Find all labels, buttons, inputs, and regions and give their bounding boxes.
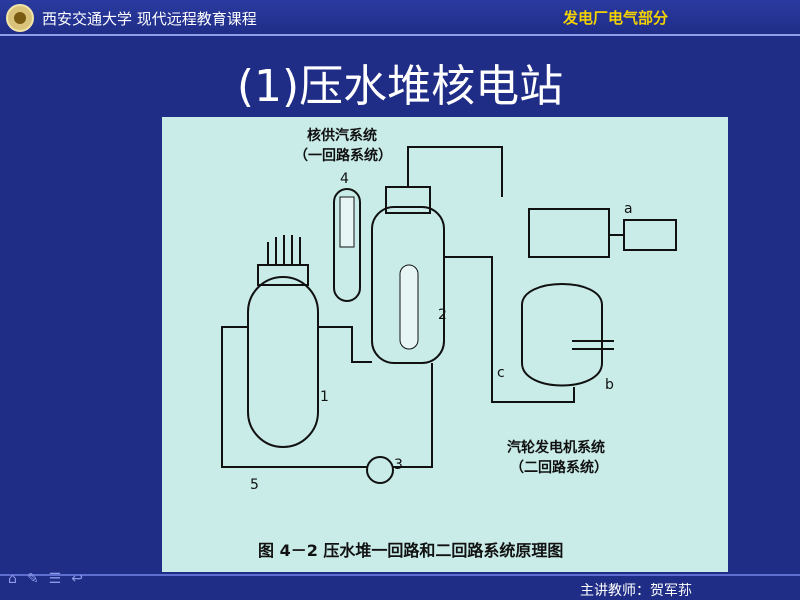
secondary-system-title: 汽轮发电机系统: [507, 440, 605, 456]
course-name: 发电厂电气部分: [562, 9, 668, 27]
home-icon[interactable]: ⌂: [8, 571, 17, 587]
primary-system-subtitle: （一回路系统）: [294, 148, 392, 164]
pump: [366, 456, 394, 484]
lecturer-name: 主讲教师：贺军荪: [580, 583, 692, 599]
university-logo-icon: [6, 4, 34, 32]
turbine: [528, 208, 610, 258]
primary-system-title: 核供汽系统: [307, 128, 377, 144]
figure-caption: 图 4－2 压水堆一回路和二回路系统原理图: [258, 541, 564, 560]
steam-generator: [371, 206, 445, 364]
pwr-diagram: [221, 146, 677, 484]
label-3: 3: [394, 457, 403, 473]
secondary-system-subtitle: （二回路系统）: [510, 460, 608, 476]
slide-header: 西安交通大学 现代远程教育课程 发电厂电气部分: [0, 0, 800, 36]
slide-navigation: ⌂ ✎ ☰ ↩: [8, 571, 83, 591]
header-divider: [0, 34, 800, 36]
return-icon[interactable]: ↩: [71, 571, 83, 587]
menu-icon[interactable]: ☰: [48, 571, 62, 587]
label-2: 2: [438, 307, 447, 323]
pen-icon[interactable]: ✎: [26, 571, 39, 587]
school-name: 西安交通大学 现代远程教育课程: [42, 10, 257, 28]
pressurizer: [333, 188, 361, 302]
generator: [623, 219, 677, 251]
condenser: [521, 283, 603, 387]
label-4: 4: [340, 171, 349, 187]
slide-title: (1)压水堆核电站: [236, 61, 564, 112]
reactor-vessel: [247, 276, 319, 448]
label-b: b: [605, 377, 614, 393]
label-a: a: [624, 201, 633, 217]
figure-panel: 核供汽系统 （一回路系统） 汽轮发电机系统 （二回路系统） 1 2 3 4 5 …: [162, 117, 728, 572]
label-c: c: [497, 365, 505, 381]
footer-divider: [0, 574, 800, 576]
label-5: 5: [250, 477, 259, 493]
label-1: 1: [320, 389, 329, 405]
steam-generator-head: [385, 186, 431, 214]
